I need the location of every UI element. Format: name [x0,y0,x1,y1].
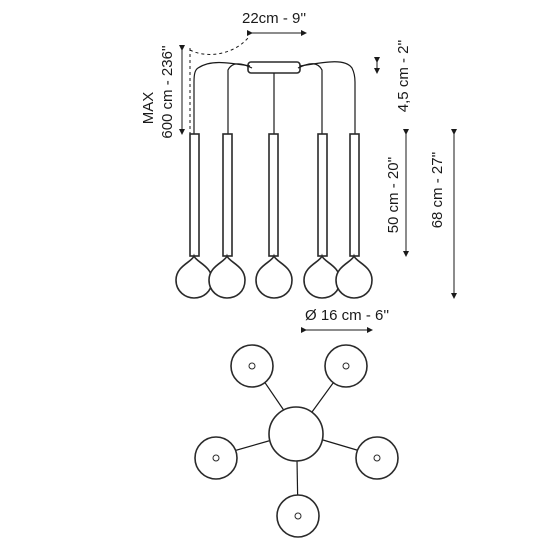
tube-4 [317,133,328,257]
plan-shade-left-center [212,454,220,462]
plan-shade-top-right-center [342,362,350,370]
plan-shade-top-left [230,344,274,388]
shade-5 [335,253,373,299]
swing-arc [189,37,249,55]
canopy-height-label: 4,5 cm - 2'' [395,40,412,113]
tube-3 [268,133,279,257]
shade-diameter-label: Ø 16 cm - 6'' [305,307,389,324]
plan-shade-right-center [373,454,381,462]
plan-shade-bottom-center [294,512,302,520]
plan-view [194,344,399,538]
plan-canopy-hub [268,406,324,462]
cable-1 [193,61,251,134]
shade-3 [255,253,293,299]
tube-length-label: 50 cm - 20'' [385,157,402,234]
canopy [247,61,301,74]
max-drop-label-line1: MAX [140,92,157,125]
tube-1 [189,133,200,257]
canopy-width-label: 22cm - 9'' [242,10,306,27]
plan-shade-right [355,436,399,480]
cable-4 [297,63,323,134]
side-elevation: 22cm - 9'' MAX 600 cm - 236'' 4,5 cm - 2… [140,10,457,333]
shade-2 [208,253,246,299]
cable-2 [227,63,253,134]
max-drop-label-line2: 600 cm - 236'' [159,45,176,138]
shade-1 [175,253,213,299]
plan-shade-top-right [324,344,368,388]
shade-4 [303,253,341,299]
cable-5 [299,61,356,134]
plan-shade-left [194,436,238,480]
tube-5 [349,133,360,257]
plan-shade-bottom [276,494,320,538]
tube-2 [222,133,233,257]
total-height-label: 68 cm - 27'' [429,152,446,229]
plan-shade-top-left-center [248,362,256,370]
